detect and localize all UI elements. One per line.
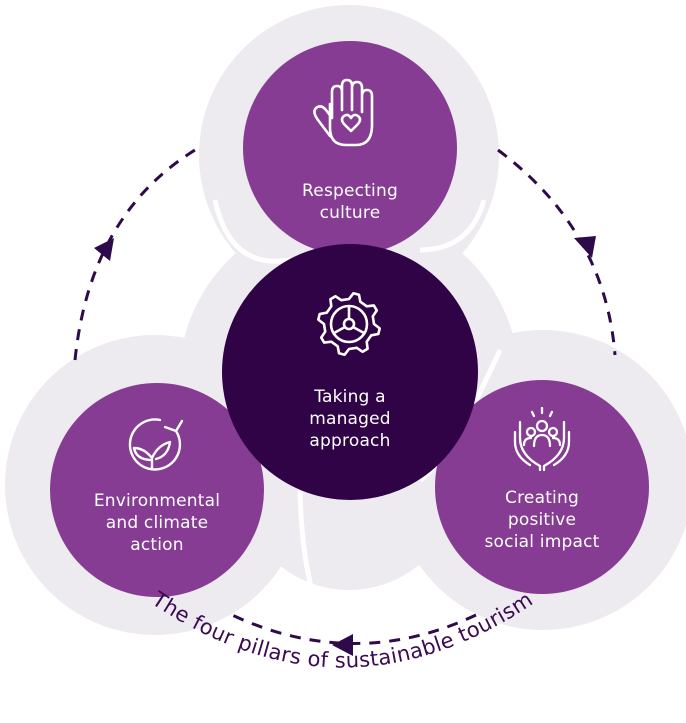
arrow-top-to-right xyxy=(497,148,617,356)
pillar-right-line-2: positive xyxy=(507,510,577,530)
pillar-left-label: Environmental and climate action xyxy=(67,490,247,556)
leaf-cycle-icon xyxy=(128,418,184,471)
pillar-center-line-2: managed xyxy=(309,409,391,429)
pillar-left-line-1: Environmental xyxy=(93,491,221,511)
pillar-right-line-1: Creating xyxy=(505,488,579,508)
pillar-center-line-3: approach xyxy=(309,431,391,451)
pillar-left-circle xyxy=(50,383,264,597)
arrow-left-to-top xyxy=(73,148,196,361)
pillar-center-line-1: Taking a xyxy=(314,387,386,407)
arrowhead-right xyxy=(574,236,596,258)
arrowhead-left xyxy=(94,238,114,261)
pillar-top-circle xyxy=(243,41,457,255)
pillar-right-circle xyxy=(435,380,649,594)
pillar-center-label: Taking a managed approach xyxy=(270,386,430,452)
arrow-right-to-left xyxy=(231,613,477,645)
arrowhead-bottom xyxy=(332,634,353,656)
pillar-top-line-2: culture xyxy=(319,203,381,223)
pillar-top-line-1: Respecting xyxy=(302,181,398,201)
gear-icon xyxy=(317,292,381,356)
pillar-left-line-3: action xyxy=(130,535,184,555)
pillar-right-label: Creating positive social impact xyxy=(452,487,632,553)
pillar-right-line-3: social impact xyxy=(484,532,600,552)
people-hands-icon xyxy=(513,406,571,472)
pillar-left-line-2: and climate xyxy=(105,513,209,533)
pillar-top-label: Respecting culture xyxy=(270,180,430,224)
arrowheads xyxy=(94,236,596,656)
pillar-center-circle xyxy=(222,244,478,500)
hand-heart-icon xyxy=(313,78,374,147)
